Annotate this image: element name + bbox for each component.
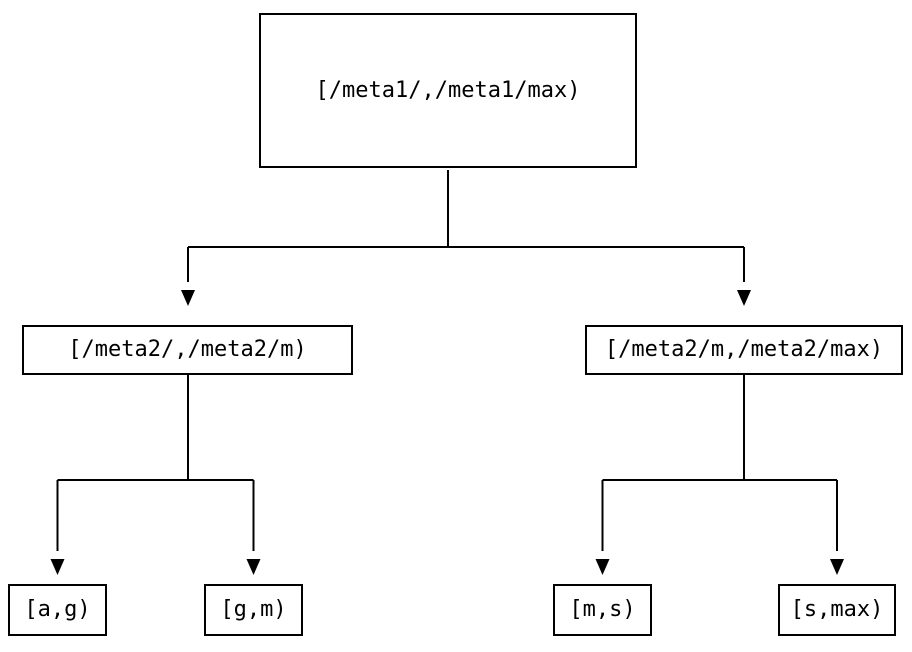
node-meta2-right: [/meta2/m,/meta2/max) [585,325,903,375]
node-leaf-ag-label: [a,g) [24,597,91,622]
node-leaf-ms-label: [m,s) [569,597,636,622]
node-meta2-left-label: [/meta2/,/meta2/m) [68,337,307,362]
arrow-down-icon [737,290,751,306]
node-root-label: [/meta1/,/meta1/max) [315,77,581,103]
arrow-down-icon [50,559,65,575]
node-leaf-ms: [m,s) [553,584,652,636]
node-leaf-smax-label: [s,max) [790,597,884,622]
node-leaf-ag: [a,g) [8,584,107,636]
node-meta2-right-label: [/meta2/m,/meta2/max) [604,337,884,362]
arrow-down-icon [830,559,844,575]
node-meta2-left: [/meta2/,/meta2/m) [22,325,353,375]
arrow-down-icon [181,290,195,306]
node-leaf-smax: [s,max) [778,584,896,636]
node-leaf-gm: [g,m) [204,584,303,636]
node-leaf-gm-label: [g,m) [220,597,287,622]
node-root: [/meta1/,/meta1/max) [259,13,637,168]
arrow-down-icon [246,559,261,575]
arrow-down-icon [595,559,610,575]
